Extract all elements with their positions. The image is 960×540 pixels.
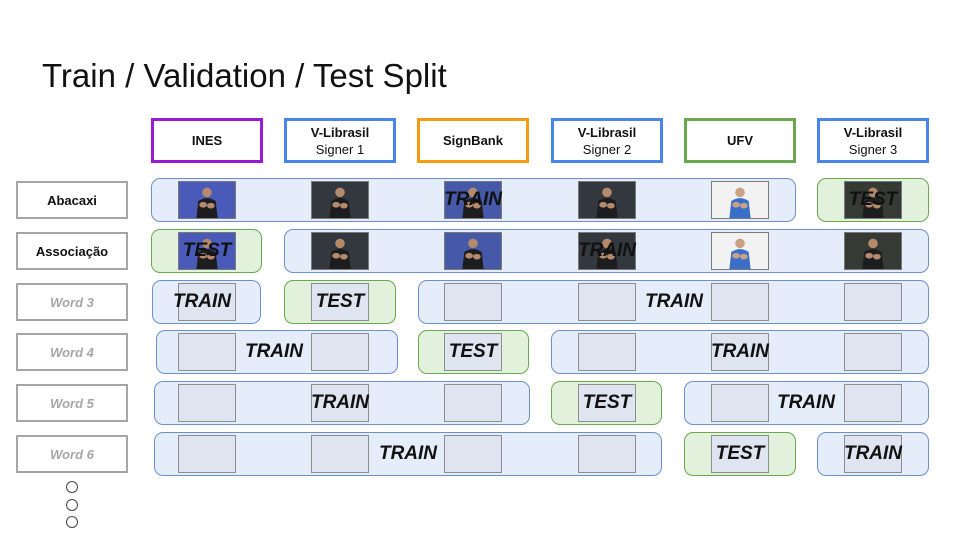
train-label: TRAIN bbox=[310, 392, 370, 413]
placeholder-cell bbox=[311, 283, 369, 321]
train-label: TRAIN bbox=[710, 341, 770, 362]
placeholder-cell bbox=[844, 384, 902, 422]
test-label: TEST bbox=[582, 392, 632, 413]
signer-thumbnail bbox=[578, 181, 636, 219]
column-header-signer: Signer 2 bbox=[582, 141, 632, 157]
placeholder-cell bbox=[578, 435, 636, 473]
test-label: TEST bbox=[848, 189, 898, 210]
continuation-dot bbox=[66, 499, 78, 511]
placeholder-cell bbox=[178, 283, 236, 321]
placeholder-cell bbox=[711, 435, 769, 473]
placeholder-cell bbox=[178, 435, 236, 473]
signer-thumbnail bbox=[711, 181, 769, 219]
signer-thumbnail bbox=[711, 232, 769, 270]
placeholder-cell bbox=[711, 384, 769, 422]
placeholder-cell bbox=[578, 283, 636, 321]
row-label: Associação bbox=[16, 232, 128, 270]
train-label: TRAIN bbox=[244, 341, 304, 362]
signer-thumbnail bbox=[844, 181, 902, 219]
placeholder-cell bbox=[311, 384, 369, 422]
train-label: TRAIN bbox=[577, 240, 637, 261]
placeholder-cell bbox=[578, 333, 636, 371]
test-label: TEST bbox=[715, 443, 765, 464]
continuation-dot bbox=[66, 516, 78, 528]
signer-thumbnail bbox=[444, 181, 502, 219]
placeholder-cell bbox=[444, 435, 502, 473]
signer-thumbnail bbox=[578, 232, 636, 270]
signer-thumbnail bbox=[178, 232, 236, 270]
placeholder-cell bbox=[178, 384, 236, 422]
column-header-name: SignBank bbox=[443, 133, 503, 148]
train-label: TRAIN bbox=[843, 443, 903, 464]
column-header-name: INES bbox=[191, 133, 223, 148]
placeholder-cell bbox=[444, 384, 502, 422]
placeholder-cell bbox=[844, 283, 902, 321]
placeholder-cell bbox=[844, 435, 902, 473]
signer-thumbnail bbox=[311, 232, 369, 270]
row-label: Word 5 bbox=[16, 384, 128, 422]
column-header-ufv: UFV bbox=[684, 118, 796, 163]
train-label: TRAIN bbox=[443, 189, 503, 210]
row-label: Word 4 bbox=[16, 333, 128, 371]
signer-thumbnail bbox=[311, 181, 369, 219]
column-header-name: UFV bbox=[727, 133, 753, 148]
continuation-dot bbox=[66, 481, 78, 493]
placeholder-cell bbox=[311, 333, 369, 371]
placeholder-cell bbox=[311, 435, 369, 473]
column-header-signer: Signer 3 bbox=[848, 141, 898, 157]
column-header-signbank: SignBank bbox=[417, 118, 529, 163]
slide-title: Train / Validation / Test Split bbox=[42, 57, 447, 94]
test-label: TEST bbox=[315, 291, 365, 312]
column-header-signer: Signer 1 bbox=[315, 141, 365, 157]
placeholder-cell bbox=[444, 283, 502, 321]
train-label: TRAIN bbox=[776, 392, 836, 413]
placeholder-cell bbox=[578, 384, 636, 422]
placeholder-cell bbox=[844, 333, 902, 371]
signer-thumbnail bbox=[178, 181, 236, 219]
signer-thumbnail bbox=[844, 232, 902, 270]
signer-thumbnail bbox=[444, 232, 502, 270]
placeholder-cell bbox=[444, 333, 502, 371]
train-segment bbox=[418, 280, 929, 324]
train-label: TRAIN bbox=[172, 291, 232, 312]
placeholder-cell bbox=[711, 283, 769, 321]
column-header-name: V-Librasil bbox=[843, 124, 903, 140]
train-label: TRAIN bbox=[378, 443, 438, 464]
train-segment bbox=[154, 432, 662, 476]
row-label: Word 6 bbox=[16, 435, 128, 473]
placeholder-cell bbox=[711, 333, 769, 371]
column-header-ines: INES bbox=[151, 118, 263, 163]
train-label: TRAIN bbox=[644, 291, 704, 312]
column-header-name: V-Librasil bbox=[577, 124, 637, 140]
placeholder-cell bbox=[178, 333, 236, 371]
test-label: TEST bbox=[182, 240, 232, 261]
row-label: Abacaxi bbox=[16, 181, 128, 219]
row-label: Word 3 bbox=[16, 283, 128, 321]
column-header-name: V-Librasil bbox=[310, 124, 370, 140]
test-label: TEST bbox=[448, 341, 498, 362]
